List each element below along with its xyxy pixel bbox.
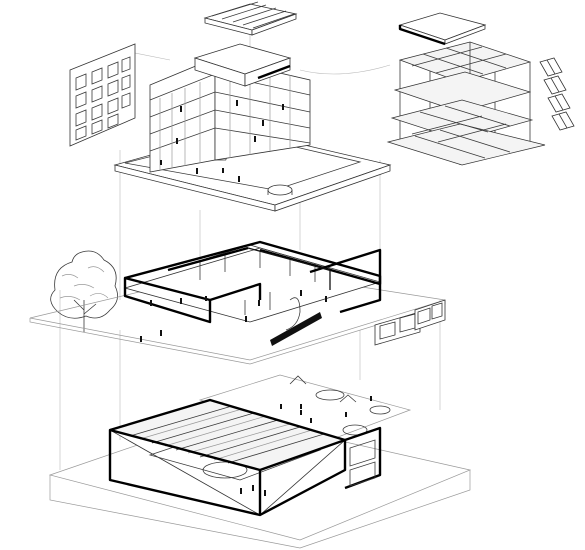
- sports-hall: [108, 398, 382, 517]
- roof-slab: [398, 12, 487, 46]
- tower-block: [149, 43, 311, 182]
- solar-panels: [539, 57, 575, 131]
- tree: [50, 250, 118, 332]
- classroom-wing: [123, 240, 382, 346]
- facade-elements: [374, 299, 446, 346]
- roof-canopy: [203, 1, 298, 36]
- explosion-guide-lines: [59, 30, 441, 470]
- structural-frame: [386, 41, 546, 166]
- facade-panel: [69, 43, 136, 147]
